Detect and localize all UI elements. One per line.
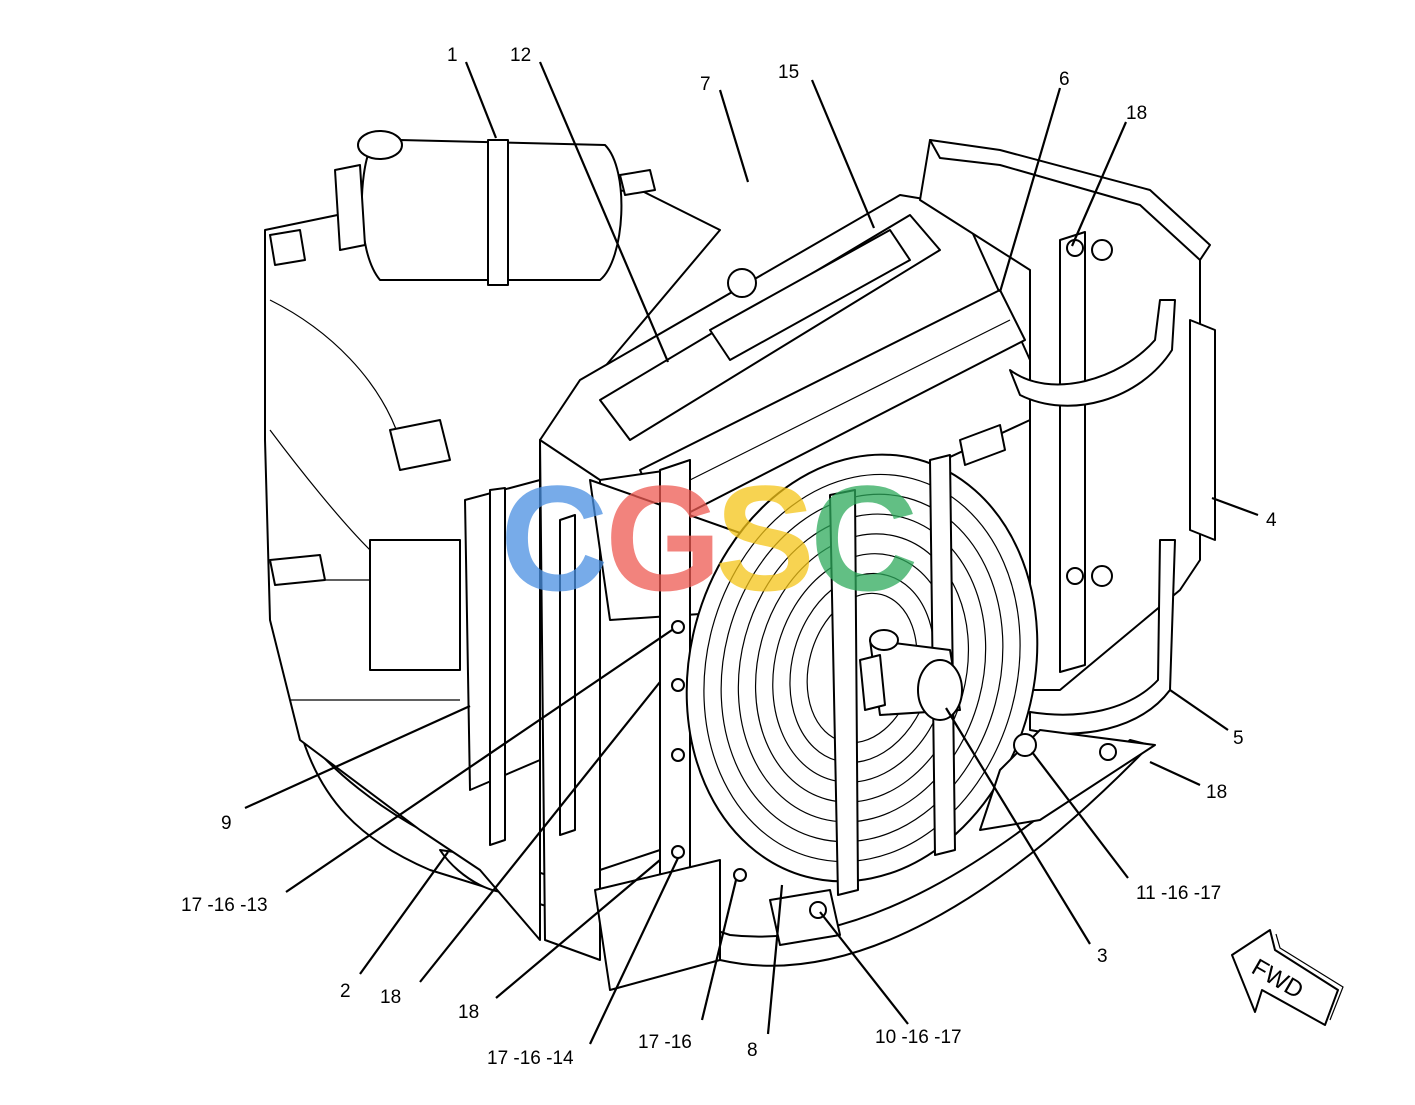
callout-17-16-13: 17 -16 -13 xyxy=(181,895,268,916)
callout-18-right: 18 xyxy=(1206,782,1227,803)
watermark-letter-1: C xyxy=(500,454,608,622)
callout-2: 2 xyxy=(340,981,351,1002)
callout-8: 8 xyxy=(747,1040,758,1061)
bottom-guards xyxy=(733,729,1156,946)
callout-12: 12 xyxy=(510,45,531,66)
callout-15: 15 xyxy=(778,62,799,83)
watermark-letter-4: C xyxy=(810,454,918,622)
callout-18-lower: 18 xyxy=(458,1002,479,1023)
callout-5: 5 xyxy=(1233,728,1244,749)
reservoir-tank xyxy=(334,130,656,286)
callout-9: 9 xyxy=(221,813,232,834)
fwd-arrow: FWD xyxy=(1231,929,1344,1026)
left-brackets xyxy=(464,439,761,991)
side-cooler xyxy=(919,139,1216,691)
leader-lines xyxy=(244,61,1259,1045)
callout-18-top: 18 xyxy=(1126,103,1147,124)
callout-3: 3 xyxy=(1097,946,1108,967)
callout-6: 6 xyxy=(1059,69,1070,90)
watermark: C G S C xyxy=(500,454,918,622)
callout-10-16-17: 10 -16 -17 xyxy=(875,1027,962,1048)
watermark-letter-3: S xyxy=(715,454,815,622)
hydraulic-motor xyxy=(859,629,963,721)
callout-17-16: 17 -16 xyxy=(638,1032,692,1053)
guard-tube xyxy=(929,139,1211,735)
callout-4: 4 xyxy=(1266,510,1277,531)
callout-17-16-14: 17 -16 -14 xyxy=(487,1048,574,1069)
callout-1: 1 xyxy=(447,45,458,66)
watermark-letter-2: G xyxy=(605,454,722,622)
callout-18-left: 18 xyxy=(380,987,401,1008)
callout-labels: 1 12 7 15 6 18 4 5 18 11 -16 -17 3 10 -1… xyxy=(181,45,1277,1069)
callout-11-16-17: 11 -16 -17 xyxy=(1136,883,1221,904)
callout-7: 7 xyxy=(700,74,711,95)
